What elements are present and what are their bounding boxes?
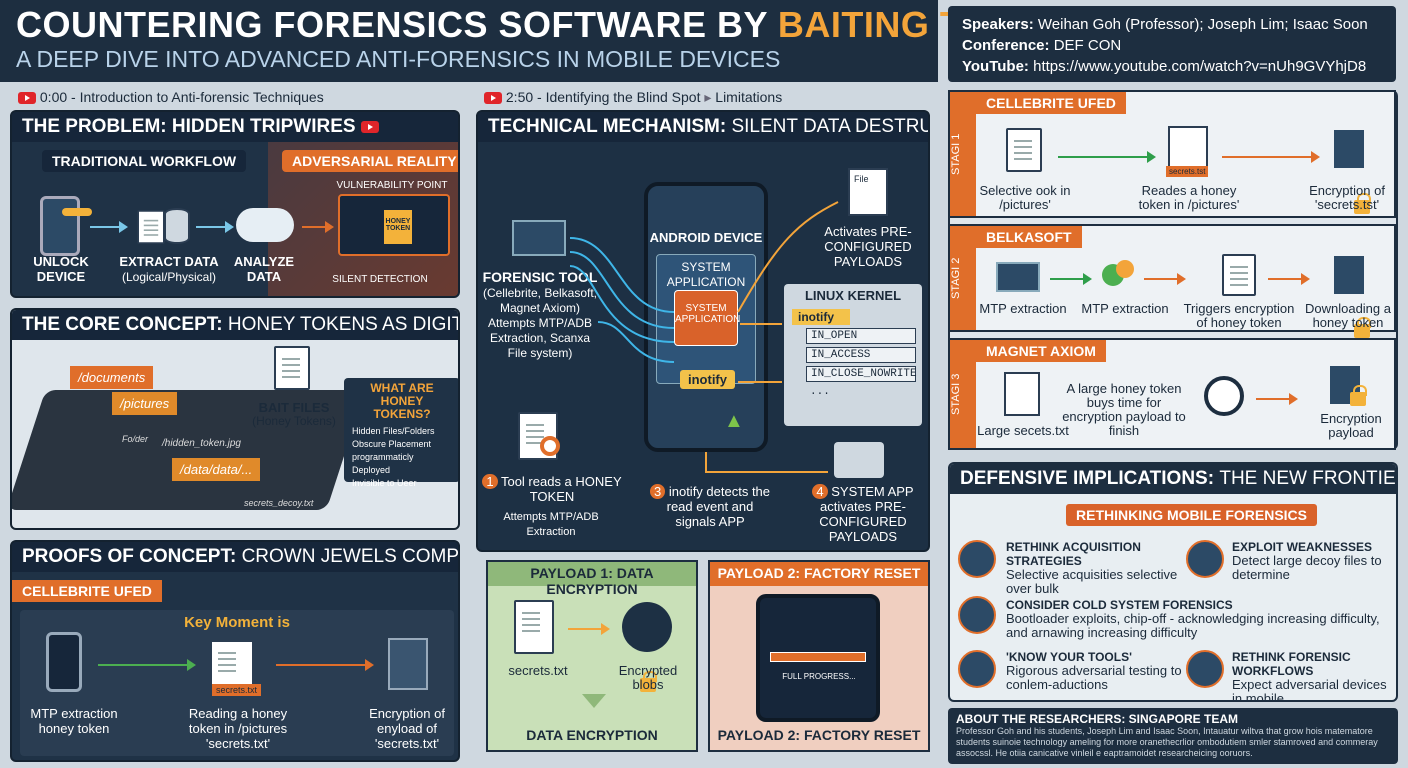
adversarial-label: ADVERSARIAL REALITY bbox=[282, 150, 458, 172]
system-app-box: SYSTEM APPLICATION bbox=[674, 290, 740, 346]
core-title: THE CORE CONCEPT: HONEY TOKENS AS DIGITA… bbox=[12, 310, 458, 340]
header-banner: COUNTERING FORENSICS SOFTWARE BY BAITING… bbox=[0, 0, 1043, 82]
workflow-icon bbox=[1186, 650, 1224, 688]
stage-cellebrite: STAGI 1 CELLEBRITE UFED secrets.tst Sele… bbox=[948, 90, 1396, 218]
chip-icon bbox=[958, 596, 996, 634]
key-moment: Key Moment is bbox=[184, 614, 290, 631]
defense-panel: DEFENSIVE IMPLICATIONS: THE NEW FRONTIER… bbox=[948, 462, 1398, 702]
problem-panel: THE PROBLEM: HIDDEN TRIPWIRES TRADITIONA… bbox=[10, 110, 460, 298]
traditional-label: TRADITIONAL WORKFLOW bbox=[42, 150, 247, 172]
youtube-icon bbox=[18, 92, 36, 105]
poc-panel: PROOFS OF CONCEPT: CROWN JEWELS COMPROMI… bbox=[10, 540, 460, 762]
files-stack-icon bbox=[1222, 254, 1256, 296]
rethinking-label: RETHINKING MOBILE FORENSICS bbox=[1066, 504, 1318, 526]
bug-icon bbox=[1186, 540, 1224, 578]
encrypted-file-icon bbox=[1334, 256, 1364, 294]
page-title: COUNTERING FORENSICS SOFTWARE BY BAITING… bbox=[16, 4, 1044, 45]
phone-icon bbox=[40, 196, 80, 256]
conference-value: DEF CON bbox=[1053, 37, 1122, 54]
encrypted-blob-icon bbox=[622, 602, 672, 652]
speakers-value: Weihan Goh (Professor); Joseph Lim; Isaa… bbox=[1037, 16, 1368, 33]
phone-icon bbox=[46, 632, 82, 692]
file-icon bbox=[137, 210, 165, 244]
stage-magnet: STAGI 3 MAGNET AXIOM A large honey token… bbox=[948, 338, 1396, 450]
problem-title: THE PROBLEM: HIDDEN TRIPWIRES bbox=[12, 112, 458, 142]
encrypted-file-icon bbox=[388, 638, 428, 690]
what-are-honey-tokens: WHAT ARE HONEY TOKENS? Hidden Files/Fold… bbox=[344, 378, 458, 488]
timestamp-intro[interactable]: 0:00 - Introduction to Anti-forensic Tec… bbox=[18, 89, 324, 105]
stage-belkasoft: STAGI 2 BELKASOFT MTP extraction MTP ext… bbox=[948, 224, 1396, 338]
about-panel: ABOUT THE RESEARCHERS: SINGAPORE TEAM Pr… bbox=[948, 708, 1398, 764]
search-icon bbox=[958, 540, 996, 578]
vulnerability-label: VULNERABILITY POINT bbox=[336, 180, 448, 191]
kernel-box: LINUX KERNEL inotify IN_OPEN IN_ACCESS I… bbox=[784, 284, 922, 426]
secrets-file-icon bbox=[514, 600, 554, 654]
youtube-icon bbox=[360, 120, 379, 133]
database-icon bbox=[164, 208, 190, 244]
lock-icon bbox=[640, 671, 657, 692]
key-icon bbox=[62, 208, 92, 216]
file-icon bbox=[1006, 128, 1042, 172]
step-analyze: ANALYZE DATA bbox=[233, 254, 295, 284]
honey-token-file: HONEY TOKEN bbox=[384, 210, 412, 244]
payload-reset-panel: PAYLOAD 2: FACTORY RESET FULL PROGRESS..… bbox=[708, 560, 930, 752]
tools-icon bbox=[958, 650, 996, 688]
file-icon: File bbox=[848, 168, 888, 216]
image-file-icon bbox=[1168, 126, 1208, 170]
youtube-link[interactable]: https://www.youtube.com/watch?v=nUh9GVYh… bbox=[1033, 58, 1367, 75]
clock-icon bbox=[1204, 376, 1244, 416]
lock-icon bbox=[1354, 193, 1371, 214]
android-icon: ▲ bbox=[724, 410, 744, 432]
forensic-tool-label: FORENSIC TOOL bbox=[482, 269, 598, 285]
laptop-icon bbox=[996, 262, 1040, 292]
activates-payloads: Activates PRE-CONFIGURED PAYLOADS bbox=[824, 224, 912, 269]
tech-panel: TECHNICAL MECHANISM: SILENT DATA DESTRUC… bbox=[476, 110, 930, 552]
step-extract: EXTRACT DATA bbox=[119, 254, 219, 269]
poc-title: PROOFS OF CONCEPT: CROWN JEWELS COMPROMI… bbox=[12, 542, 458, 572]
inotify-box: inotify bbox=[680, 370, 735, 389]
talk-meta: Speakers: Weihan Goh (Professor); Joseph… bbox=[948, 6, 1396, 82]
payload-encryption-panel: PAYLOAD 1: DATA ENCRYPTION secrets.txt E… bbox=[486, 560, 698, 752]
folder-pictures: /pictures bbox=[112, 392, 178, 415]
cloud-icon bbox=[236, 208, 294, 242]
lock-icon bbox=[1354, 317, 1371, 338]
core-concept-panel: THE CORE CONCEPT: HONEY TOKENS AS DIGITA… bbox=[10, 308, 460, 530]
timestamp-blindspot[interactable]: 2:50 - Identifying the Blind Spot ▸ Limi… bbox=[484, 89, 782, 106]
magnifier-icon bbox=[540, 436, 560, 456]
folder-documents: /documents bbox=[70, 366, 154, 389]
silent-detection-label: SILENT DETECTION bbox=[332, 274, 428, 285]
image-file-icon bbox=[1004, 372, 1040, 416]
page-subtitle: A DEEP DIVE INTO ADVANCED ANTI-FORENSICS… bbox=[16, 46, 781, 72]
laptop-icon bbox=[512, 220, 566, 256]
bait-file-icon bbox=[274, 346, 310, 390]
folder-data: /data/data/... bbox=[172, 458, 261, 481]
lock-icon bbox=[1350, 385, 1367, 406]
cellebrite-label: CELLEBRITE UFED bbox=[12, 580, 162, 602]
encrypted-file-icon bbox=[1334, 130, 1364, 168]
reset-progress-bar bbox=[770, 652, 866, 662]
tech-title: TECHNICAL MECHANISM: SILENT DATA DESTRUC… bbox=[478, 112, 928, 142]
gear-folder-icon bbox=[834, 442, 884, 478]
step-unlock: UNLOCK DEVICE bbox=[33, 254, 89, 284]
flow-lines bbox=[569, 201, 839, 473]
youtube-icon bbox=[484, 92, 502, 105]
